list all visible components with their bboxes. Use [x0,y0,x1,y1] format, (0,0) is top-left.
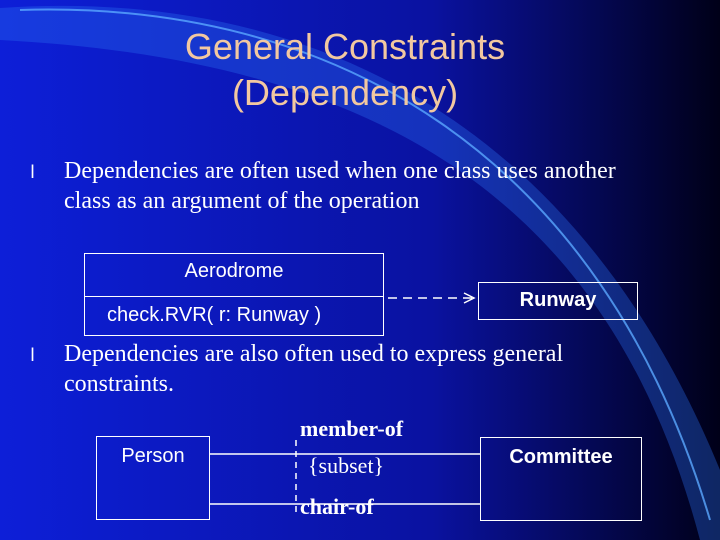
class-name-runway: Runway [519,289,597,311]
title-line-2: (Dependency) [231,72,459,113]
bullet-1-text: Dependencies are often used when one cla… [64,158,616,214]
dependency-arrow [388,292,476,304]
bullet-2-text: Dependencies are also often used to expr… [64,341,564,397]
class-name-person: Person [121,445,185,467]
class-name-committee: Committee [509,446,613,468]
bullet-marker: l [30,345,36,366]
class-box-runway: Runway [478,282,638,320]
label-subset: {subset} [308,453,385,478]
decorative-arc-light [0,5,720,540]
label-member-of: member-of [300,416,404,441]
operation-check-rvr: check.RVR( r: Runway ) [107,304,322,326]
bullet-marker: l [30,162,36,183]
associations [210,440,480,516]
class-divider [85,296,383,297]
label-chair-of: chair-of [300,494,374,519]
title-line-1: General Constraints [184,26,506,67]
decorative-arc-line [19,8,711,521]
slide-title: General Constraints (Dependency) [0,24,690,116]
class-box-person: Person [96,436,210,520]
class-box-aerodrome: Aerodrome check.RVR( r: Runway ) [84,253,384,336]
class-box-committee: Committee [480,437,642,521]
bullet-1: l Dependencies are often used when one c… [30,156,630,218]
bullet-2: l Dependencies are also often used to ex… [30,339,630,401]
class-name-aerodrome: Aerodrome [184,260,284,282]
